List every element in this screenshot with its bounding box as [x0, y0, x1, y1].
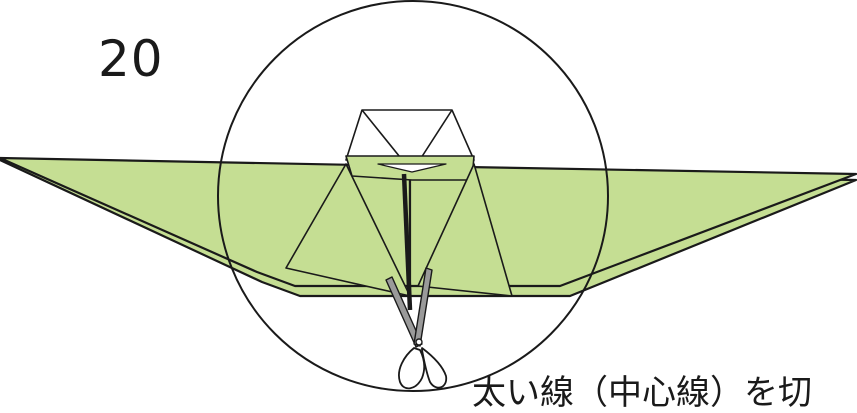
scissors-handle-right [422, 348, 446, 388]
scissors-pivot [416, 339, 422, 345]
scissors-handle-left [399, 348, 424, 388]
head-outline [346, 110, 474, 160]
step-number: 20 [98, 34, 164, 84]
instruction-caption: 太い線（中心線）を切 [472, 376, 812, 410]
